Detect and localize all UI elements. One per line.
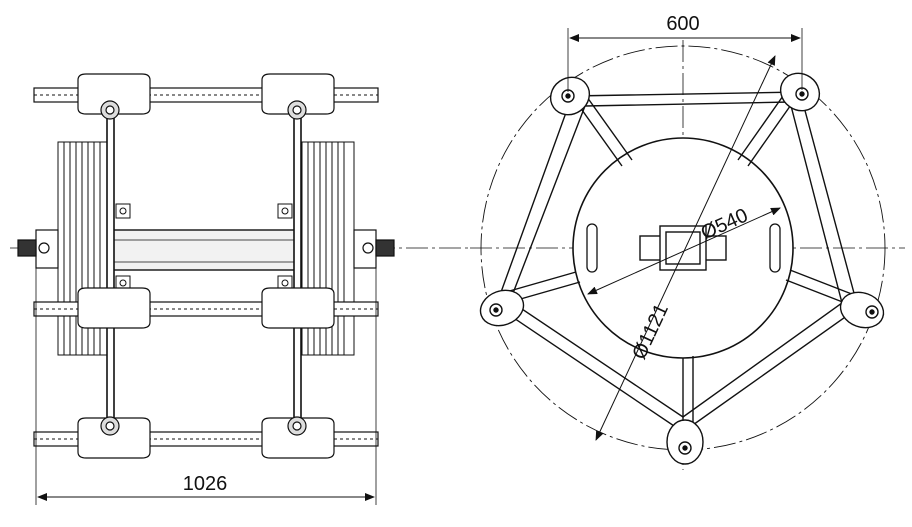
dimension-label-spacing: 600	[666, 13, 699, 35]
roller-bottom	[666, 419, 704, 465]
dimension-label-width: 1026	[183, 473, 228, 495]
dimension-600: 600	[567, 13, 803, 92]
dimension-1026: 1026	[35, 268, 377, 505]
roller-top-right	[779, 72, 821, 112]
left-end-fitting	[17, 229, 59, 269]
side-view: 1026	[10, 73, 470, 505]
tube-bolts	[115, 203, 293, 291]
left-slot	[586, 223, 598, 273]
conductor-row-middle	[33, 287, 379, 329]
roller-top-left	[549, 76, 591, 116]
roller-left	[479, 289, 525, 327]
central-tube	[111, 229, 299, 271]
right-end-fitting	[353, 229, 395, 269]
right-slot	[769, 223, 781, 273]
top-view: 600 Ø540 Ø1121	[470, 13, 905, 470]
conductor-row-bottom	[33, 416, 379, 459]
conductor-row-top	[33, 73, 379, 120]
roller-right	[839, 291, 885, 329]
